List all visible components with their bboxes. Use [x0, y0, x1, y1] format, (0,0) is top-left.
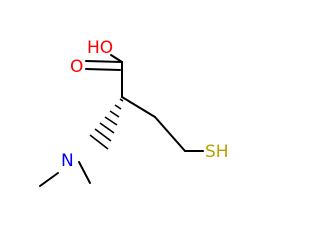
- bond-ccarboxyl-carbonyl-a: [85, 60, 123, 63]
- bond-ccarboxyl-carbonyl-b: [85, 68, 121, 71]
- bond-calpha-nitrogen-hashed-wedge: [89, 98, 124, 150]
- carbonyl-oxygen-label: O: [70, 57, 83, 77]
- bond-nitrogen-methyl-down: [78, 161, 91, 184]
- bond-calpha-cbeta: [121, 96, 156, 118]
- molecule-structure-diagram: HO O N SH: [39, 38, 229, 187]
- bond-nitrogen-methyl-left: [39, 172, 59, 187]
- bond-ccarboxyl-hydroxyl: [110, 54, 123, 63]
- bond-cbeta-cgamma: [154, 116, 186, 152]
- nitrogen-label: N: [61, 151, 74, 171]
- hydroxyl-label: HO: [87, 38, 113, 58]
- thiol-label: SH: [205, 142, 229, 162]
